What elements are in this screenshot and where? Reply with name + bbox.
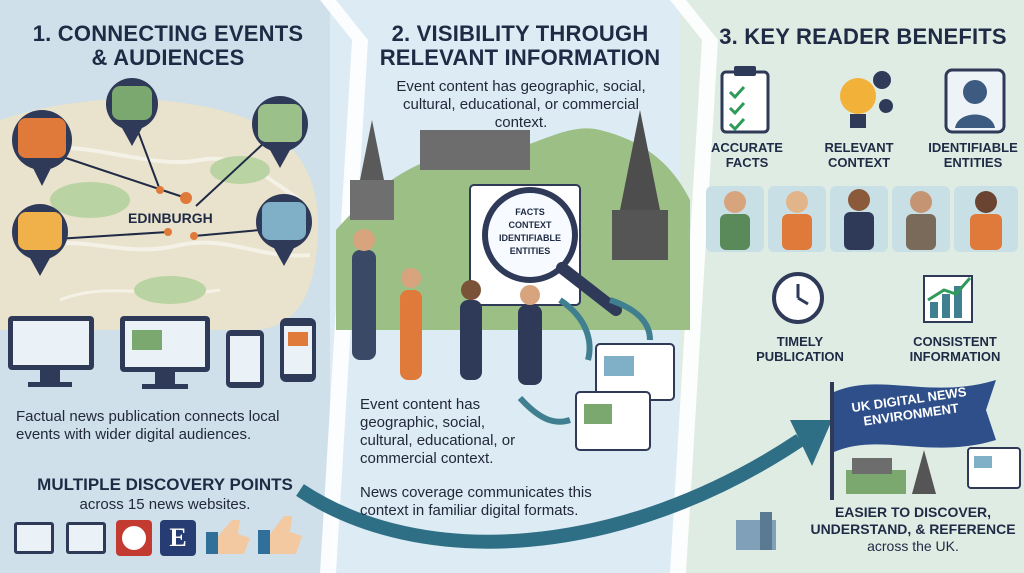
benefit-identifiable-entities-line1: IDENTIFIABLE bbox=[928, 140, 1018, 155]
closing-line1: EASIER TO DISCOVER, bbox=[834, 504, 992, 520]
magnifier-labels: FACTS CONTEXT IDENTIFIABLE ENTITIES bbox=[490, 206, 570, 258]
benefit-timely-publication: TIMELY PUBLICATION bbox=[750, 334, 850, 364]
benefit-timely-publication-line2: PUBLICATION bbox=[756, 349, 844, 364]
panel2-mid-line4: commercial context. bbox=[360, 450, 494, 467]
event-pin-festival-icon bbox=[12, 204, 68, 276]
clock-icon bbox=[772, 272, 824, 324]
clipboard-checklist-icon bbox=[720, 66, 770, 134]
panel2-intro-line3: context. bbox=[494, 114, 548, 131]
uk-digital-news-banner bbox=[830, 380, 996, 500]
benefit-relevant-context: RELEVANT CONTEXT bbox=[812, 140, 906, 170]
discovery-subtitle: across 15 news websites. bbox=[79, 496, 251, 513]
benefit-accurate-facts-line2: FACTS bbox=[725, 155, 769, 170]
benefit-timely-publication-line1: TIMELY bbox=[776, 334, 824, 349]
monitor-screen-icon bbox=[120, 316, 210, 389]
desktop-screen-icon bbox=[8, 316, 94, 387]
closing-line3: across the UK. bbox=[867, 538, 959, 554]
benefit-relevant-context-line2: CONTEXT bbox=[827, 155, 891, 170]
benefit-consistent-information: CONSISTENT INFORMATION bbox=[900, 334, 1010, 364]
website-icon-1 bbox=[14, 522, 54, 554]
panel2-bottom-text: News coverage communicates this context … bbox=[360, 484, 660, 520]
lens-label-entities: ENTITIES bbox=[509, 246, 551, 256]
closing-statement: EASIER TO DISCOVER, UNDERSTAND, & REFERE… bbox=[806, 504, 1020, 555]
benefit-identifiable-entities: IDENTIFIABLE ENTITIES bbox=[922, 140, 1024, 170]
benefit-consistent-information-line1: CONSISTENT bbox=[913, 334, 997, 349]
flow-arrow-3 bbox=[517, 395, 571, 425]
event-pin-market-icon bbox=[106, 78, 158, 146]
thumbs-up-icon-2 bbox=[258, 516, 302, 554]
panel2-intro-line1: Event content has geographic, social, bbox=[396, 78, 646, 95]
benefit-identifiable-entities-line2: ENTITIES bbox=[943, 155, 1003, 170]
panel2-title-line1: 2. VISIBILITY THROUGH bbox=[391, 21, 649, 46]
readers-illustration bbox=[706, 186, 1018, 252]
panel3-title: 3. KEY READER BENEFITS bbox=[719, 24, 1007, 49]
lightbulb-gears-icon bbox=[840, 71, 893, 128]
panel2-intro: Event content has geographic, social, cu… bbox=[362, 78, 680, 132]
panel2-intro-line2: cultural, educational, or commercial bbox=[403, 96, 639, 113]
chevron-divider-2 bbox=[670, 0, 718, 573]
panel2-bottom-line2: context in familiar digital formats. bbox=[360, 502, 579, 519]
lens-label-context: CONTEXT bbox=[508, 220, 552, 230]
panel1-title-line2: & AUDIENCES bbox=[91, 45, 245, 70]
panel2-mid-text: Event content has geographic, social, cu… bbox=[360, 396, 560, 468]
panel1-caption: Factual news publication connects local … bbox=[16, 408, 326, 444]
flow-arrow-1 bbox=[558, 297, 593, 361]
journey-arrow bbox=[296, 434, 804, 549]
thumbs-up-icon-1 bbox=[206, 520, 250, 554]
panel2-mid-line2: geographic, social, bbox=[360, 414, 486, 431]
panel2-bottom-line1: News coverage communicates this bbox=[360, 484, 592, 501]
person-profile-icon bbox=[944, 68, 1006, 134]
website-icon-2 bbox=[66, 522, 106, 554]
lens-label-identifiable: IDENTIFIABLE bbox=[499, 233, 561, 243]
lens-label-facts: FACTS bbox=[515, 207, 545, 217]
news-brand-red-icon bbox=[116, 520, 152, 556]
panel2-title-line2: RELEVANT INFORMATION bbox=[379, 45, 661, 70]
svg-text:E: E bbox=[169, 523, 186, 552]
benefit-relevant-context-line1: RELEVANT bbox=[824, 140, 894, 155]
discovery-title: MULTIPLE DISCOVERY POINTS bbox=[37, 475, 293, 494]
bar-chart-icon bbox=[923, 275, 973, 323]
news-brand-e-icon: E bbox=[160, 520, 196, 556]
webpage-card-2 bbox=[575, 391, 651, 451]
document-magnifier-icon bbox=[469, 184, 622, 316]
journey-arrow-head bbox=[790, 420, 832, 466]
panel1-title-line1: 1. CONNECTING EVENTS bbox=[32, 21, 304, 46]
webpage-card-1 bbox=[595, 343, 675, 401]
event-pin-concert-icon bbox=[12, 110, 72, 186]
benefit-accurate-facts: ACCURATE FACTS bbox=[700, 140, 794, 170]
city-landmarks-illustration bbox=[736, 447, 1021, 550]
event-pin-crowd-icon bbox=[256, 194, 312, 266]
panel2-mid-line1: Event content has bbox=[360, 396, 481, 413]
benefit-consistent-information-line2: INFORMATION bbox=[909, 349, 1001, 364]
phone-icon bbox=[280, 318, 316, 382]
benefit-accurate-facts-line1: ACCURATE bbox=[711, 140, 783, 155]
closing-line2: UNDERSTAND, & REFERENCE bbox=[810, 521, 1016, 537]
tablet-icon bbox=[226, 330, 264, 388]
press-people-illustration bbox=[352, 229, 542, 385]
panel1-caption-line2: events with wider digital audiences. bbox=[16, 426, 252, 443]
panel2-title: 2. VISIBILITY THROUGH RELEVANT INFORMATI… bbox=[360, 22, 680, 70]
panel1-caption-line1: Factual news publication connects local bbox=[16, 408, 280, 425]
panel1-title: 1. CONNECTING EVENTS & AUDIENCES bbox=[18, 22, 318, 70]
panel2-mid-line3: cultural, educational, or bbox=[360, 432, 516, 449]
city-label: EDINBURGH bbox=[128, 210, 213, 226]
event-pin-castle-icon bbox=[252, 96, 308, 168]
flow-arrow-2 bbox=[609, 297, 653, 341]
